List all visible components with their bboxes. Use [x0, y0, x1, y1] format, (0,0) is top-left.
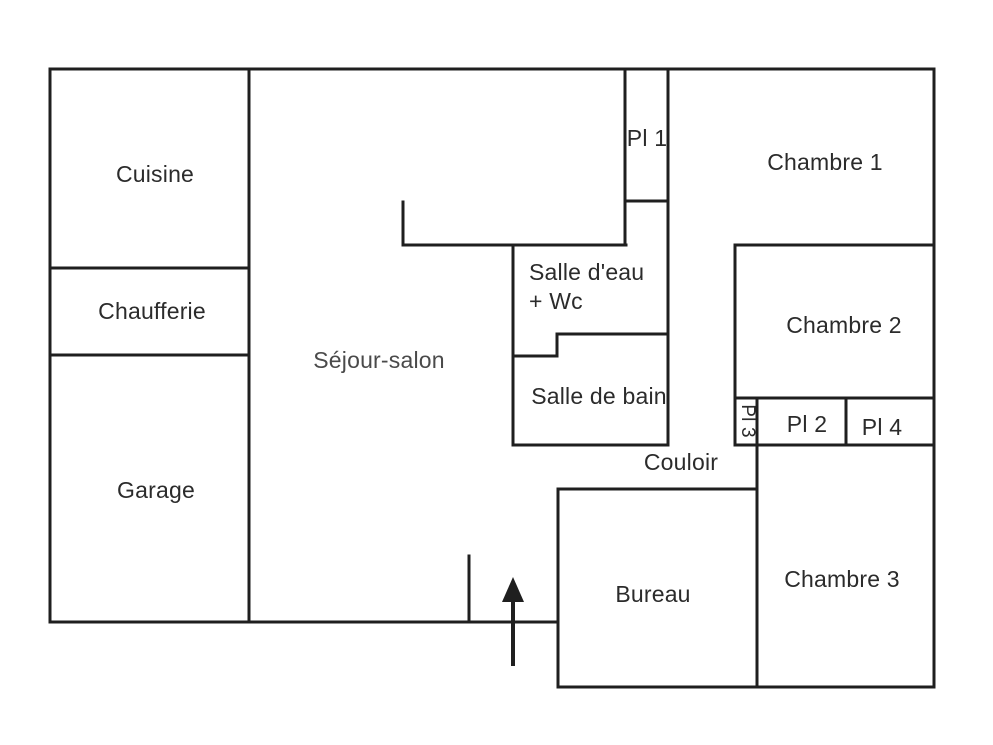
room-label-cuisine: Cuisine — [115, 160, 195, 187]
room-label-salle-eau-wc: Salle d'eau + Wc — [529, 258, 644, 316]
room-label-salle-de-bain: Salle de bain — [531, 382, 667, 409]
room-label-salle-eau-line2: + Wc — [529, 288, 583, 314]
room-label-sejour-salon: Séjour-salon — [313, 346, 445, 373]
entrance-arrow-head-icon — [502, 577, 524, 602]
room-label-chambre3: Chambre 3 — [784, 565, 900, 592]
room-label-chaufferie: Chaufferie — [98, 297, 206, 324]
room-label-chambre1: Chambre 1 — [767, 148, 883, 175]
room-label-pl1: Pl 1 — [626, 124, 668, 151]
room-label-salle-eau-line1: Salle d'eau — [529, 259, 645, 285]
room-label-chambre2: Chambre 2 — [786, 311, 902, 338]
room-label-pl3: Pl 3 — [736, 404, 758, 438]
room-label-couloir: Couloir — [643, 448, 719, 475]
room-label-pl4: Pl 4 — [861, 413, 903, 440]
room-label-pl2: Pl 2 — [786, 410, 828, 437]
room-label-garage: Garage — [117, 476, 195, 503]
room-label-bureau: Bureau — [615, 580, 691, 607]
